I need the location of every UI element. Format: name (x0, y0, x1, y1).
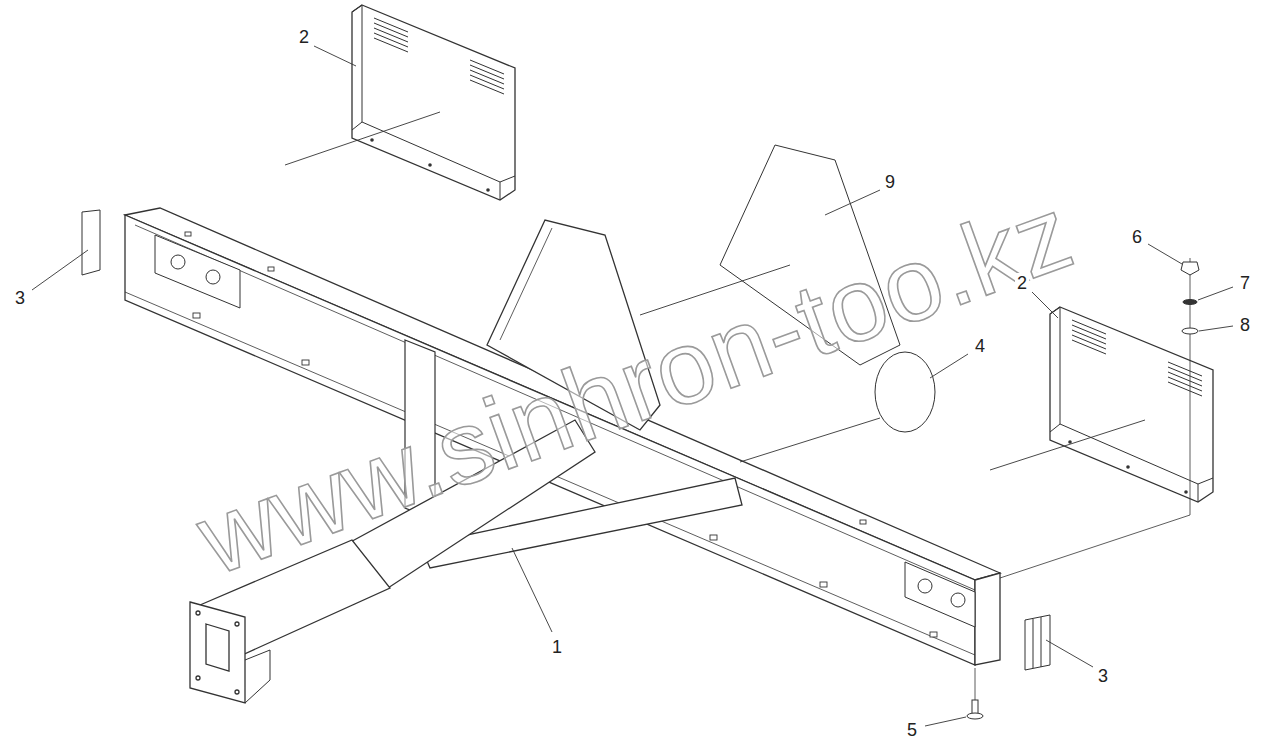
callout-number: 1 (550, 637, 564, 657)
reflector-strip (1025, 615, 1050, 670)
watermark: www.sinhron-too.kz (184, 176, 1086, 594)
reflector-disc (875, 352, 935, 432)
callout-number: 2 (1015, 273, 1029, 293)
callout-number: 2 (297, 27, 311, 47)
leader-lines (32, 46, 1233, 726)
side-panel (1050, 307, 1213, 502)
fasteners (967, 258, 1199, 719)
callout-number: 7 (1238, 273, 1252, 293)
callout-number: 5 (905, 720, 919, 740)
callout-number: 4 (973, 336, 987, 356)
callout-number: 6 (1130, 227, 1144, 247)
callout-number: 3 (1096, 666, 1110, 686)
side-panel (352, 5, 515, 200)
reflector-strip (82, 210, 100, 275)
callout-number: 8 (1238, 315, 1252, 335)
callout-number: 3 (13, 288, 27, 308)
callout-number: 9 (883, 172, 897, 192)
